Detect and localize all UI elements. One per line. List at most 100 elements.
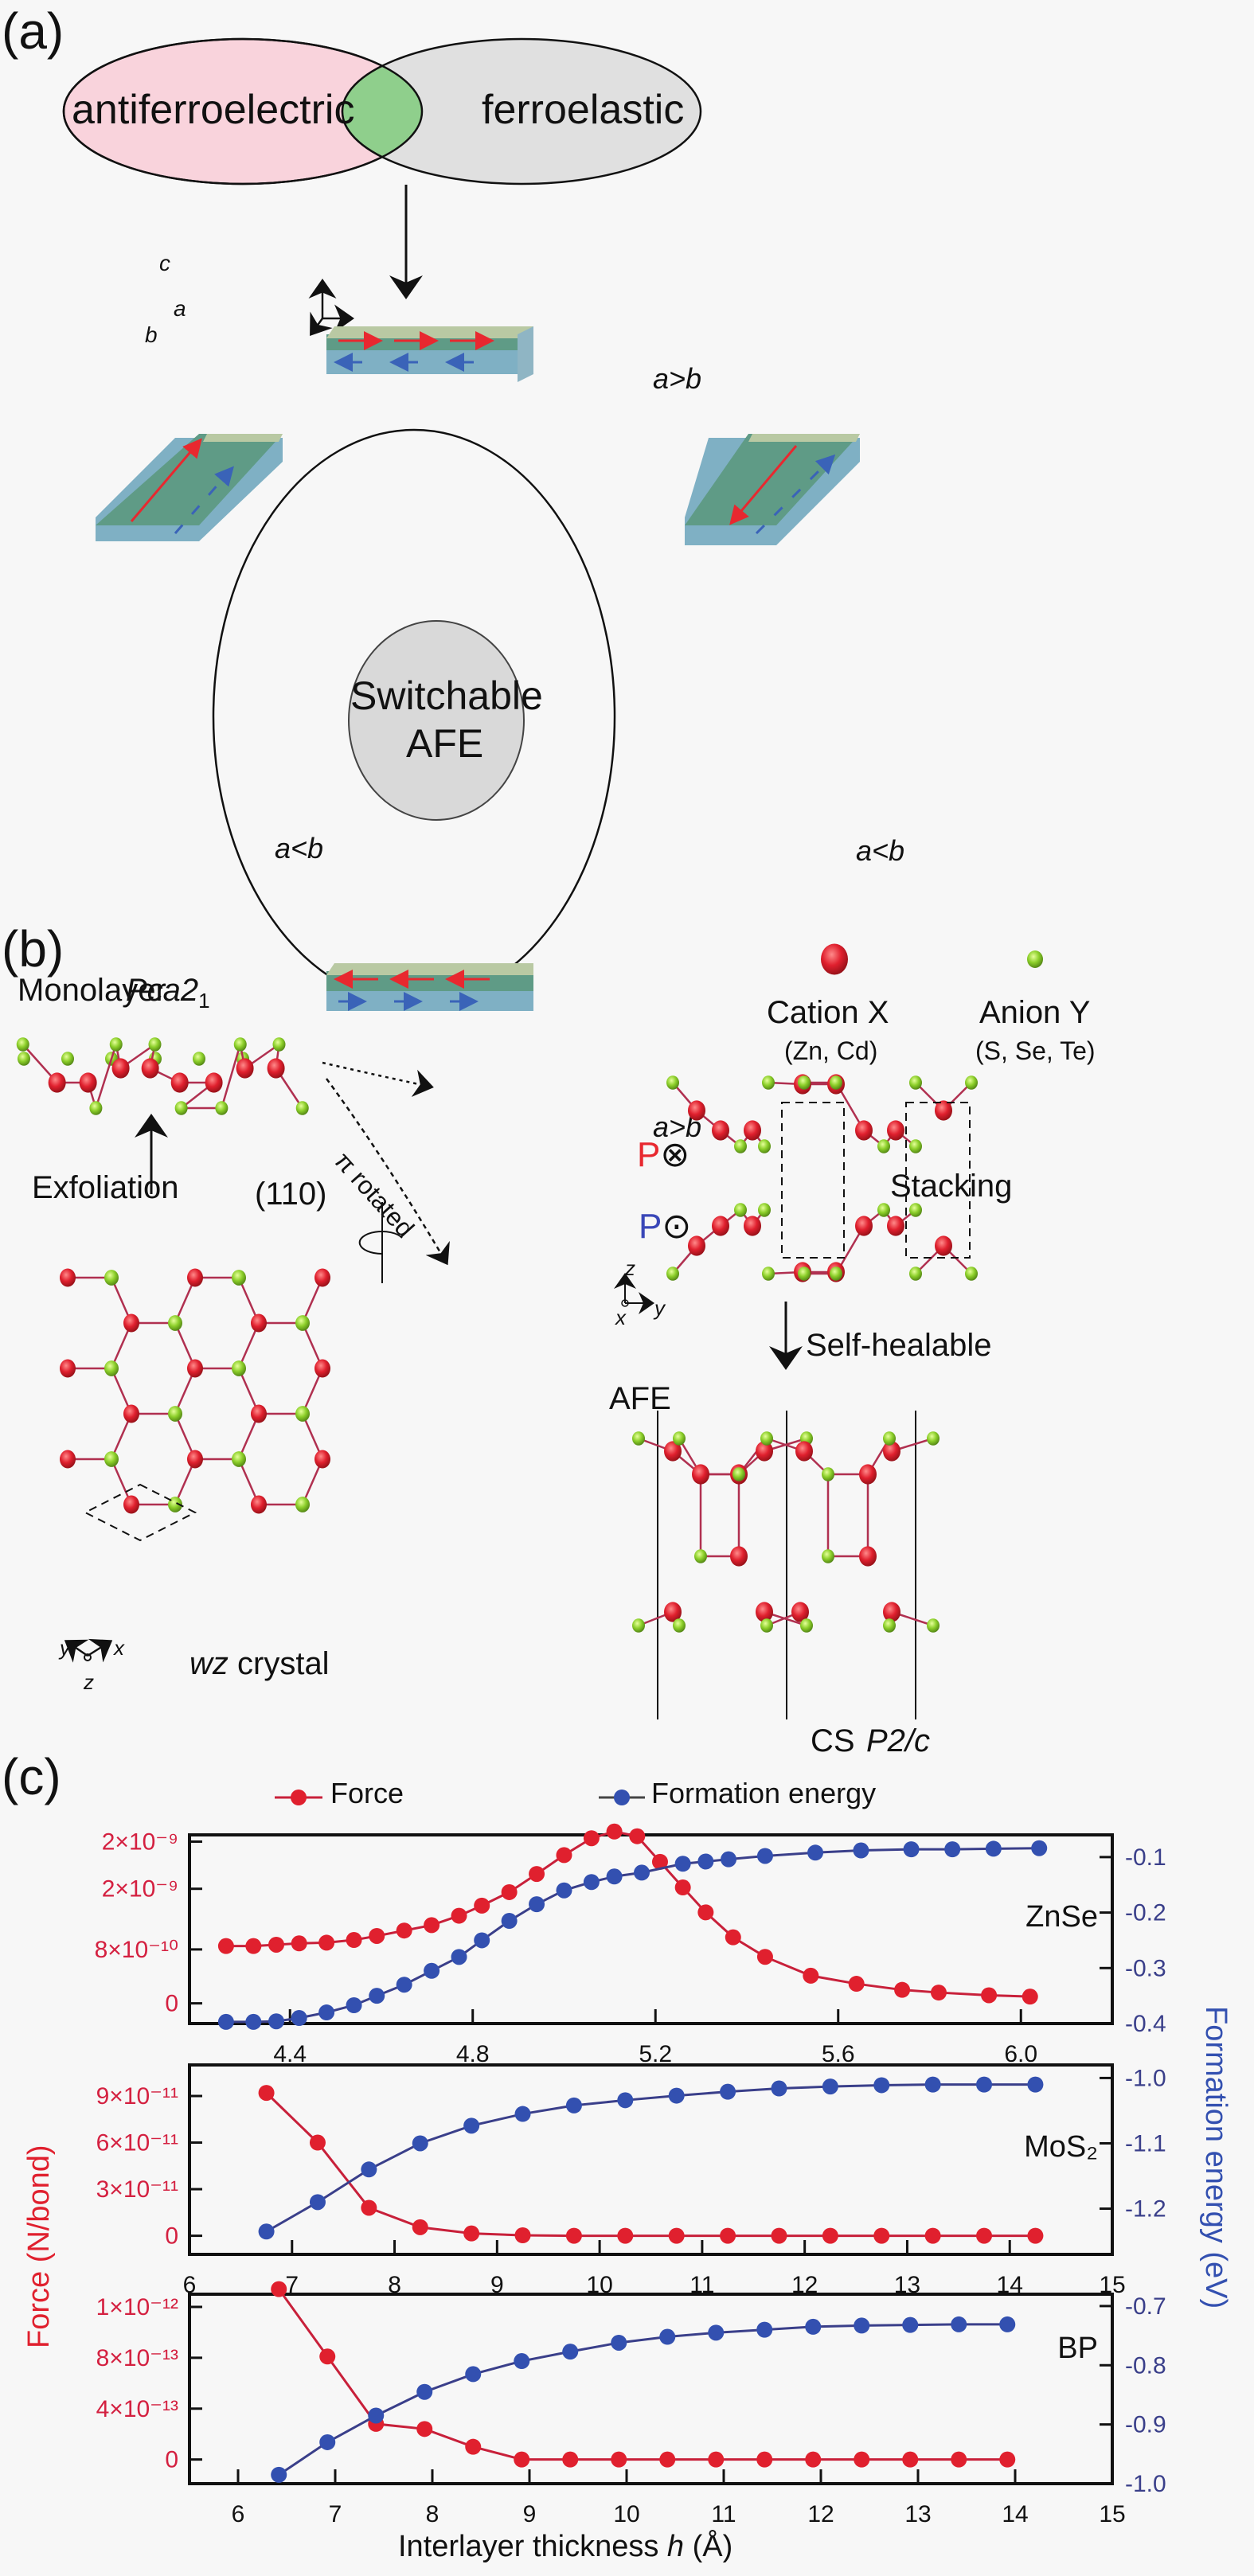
cation-atom: [251, 1404, 267, 1423]
cation-atom: [60, 1359, 76, 1378]
cation-atom: [314, 1359, 330, 1378]
y-right-axis-label: Formation energy (eV): [1199, 2006, 1233, 2309]
chart-material-label: MoS₂: [1024, 2130, 1098, 2164]
energy-data-point: [756, 1848, 773, 1864]
anion-atom: [168, 1315, 182, 1331]
p-in-label: P⊗: [637, 1135, 690, 1174]
energy-data-point: [924, 2076, 941, 2093]
y-right-tick-label: -0.4: [1125, 2011, 1166, 2037]
force-data-point: [805, 2451, 822, 2468]
x-tick-label: 4.4: [273, 2041, 307, 2067]
force-data-point: [451, 1907, 467, 1924]
rotation-icon: [358, 1231, 403, 1255]
energy-data-point: [361, 2161, 377, 2178]
legend-energy-label: Formation energy: [651, 1777, 877, 1809]
energy-data-point: [873, 2077, 890, 2094]
anion-atom: [965, 1267, 978, 1281]
cation-atom: [935, 1100, 952, 1121]
energy-data-point: [309, 2194, 326, 2211]
slab-top: [326, 326, 533, 382]
energy-data-point: [268, 2013, 285, 2030]
cation-atom: [187, 1359, 203, 1378]
anion-atom: [632, 1618, 645, 1633]
force-data-point: [583, 1830, 600, 1847]
y-right-tick-label: -0.9: [1125, 2412, 1166, 2438]
force-data-point: [1022, 1989, 1038, 2005]
force-data-point: [720, 2227, 736, 2244]
force-data-point: [629, 1828, 646, 1844]
force-data-point: [822, 2227, 838, 2244]
cation-atom: [855, 1216, 873, 1236]
energy-data-point: [807, 1844, 824, 1861]
cation-atom: [744, 1216, 761, 1236]
cation-atom: [730, 1546, 748, 1567]
panel-a-diagram: [62, 37, 860, 1011]
cation-atom: [883, 1441, 900, 1462]
x-tick-label: 8: [426, 2501, 439, 2527]
cation-atom: [887, 1216, 904, 1236]
energy-data-point: [565, 2097, 582, 2113]
force-data-point: [319, 2348, 336, 2365]
anion-atom: [758, 1203, 771, 1217]
anion-atom: [909, 1139, 922, 1153]
panel-b-label: (b): [2, 920, 64, 978]
force-data-point: [668, 2227, 685, 2244]
anion-atom: [734, 1203, 747, 1217]
wz-crystal-label: wz crystal: [189, 1646, 330, 1681]
anion-atom: [109, 1037, 123, 1052]
anion-atom: [1027, 950, 1043, 968]
cation-atom: [887, 1120, 904, 1141]
force-data-point: [514, 2227, 531, 2244]
energy-data-point: [346, 1996, 362, 2013]
anion-atom: [762, 1267, 775, 1281]
cation-atom: [187, 1268, 203, 1287]
y-left-axis-label: Force (N/bond): [22, 2145, 56, 2348]
slab-right: [685, 434, 860, 545]
force-data-point: [369, 1927, 385, 1944]
anion-atom: [822, 1549, 834, 1563]
energy-data-point: [902, 2316, 919, 2333]
space-group-afe: P2/c: [866, 1723, 931, 1758]
x-tick-label: 6: [183, 2272, 197, 2298]
cation-atom: [123, 1495, 139, 1514]
anion-atom: [909, 1075, 922, 1090]
force-series-line: [278, 2288, 1008, 2461]
anion-atom: [168, 1497, 182, 1512]
cation-atom: [111, 1058, 130, 1079]
force-data-point: [902, 2451, 919, 2468]
switchable-label: Switchable: [350, 673, 543, 718]
force-data-point: [465, 2438, 482, 2455]
energy-data-point: [245, 2013, 262, 2030]
cation-atom: [236, 1058, 254, 1079]
stacking-cell-1: [781, 1102, 845, 1259]
force-data-point: [529, 1866, 545, 1883]
energy-data-point: [659, 2328, 676, 2345]
energy-data-point: [474, 1932, 490, 1949]
force-data-point: [271, 2281, 287, 2297]
energy-data-point: [501, 1913, 518, 1930]
force-data-point: [611, 2451, 627, 2468]
energy-data-point: [562, 2344, 579, 2360]
cation-atom: [123, 1404, 139, 1423]
anion-atom: [104, 1360, 119, 1376]
force-data-point: [556, 1847, 572, 1864]
energy-data-point: [708, 2324, 725, 2341]
energy-data-point: [1031, 1840, 1048, 1856]
anion-atom: [272, 1037, 286, 1052]
force-data-point: [424, 1917, 440, 1934]
y-left-tick-label: 3×10⁻¹¹: [96, 2176, 178, 2203]
y-right-tick-label: -0.8: [1125, 2352, 1166, 2379]
anion-atom: [734, 1139, 747, 1153]
slab-left: [96, 434, 283, 541]
x-tick-label: 6.0: [1004, 2041, 1037, 2067]
cation-atom: [205, 1072, 223, 1093]
anion-atom: [89, 1101, 103, 1115]
force-data-point: [501, 1883, 518, 1900]
force-data-point: [981, 1987, 998, 2004]
cation-atom: [48, 1072, 66, 1093]
panel-b-structures: [16, 943, 1043, 1719]
energy-data-point: [674, 1856, 691, 1872]
axis-b-label: b: [145, 322, 158, 347]
force-data-point: [873, 2227, 890, 2244]
